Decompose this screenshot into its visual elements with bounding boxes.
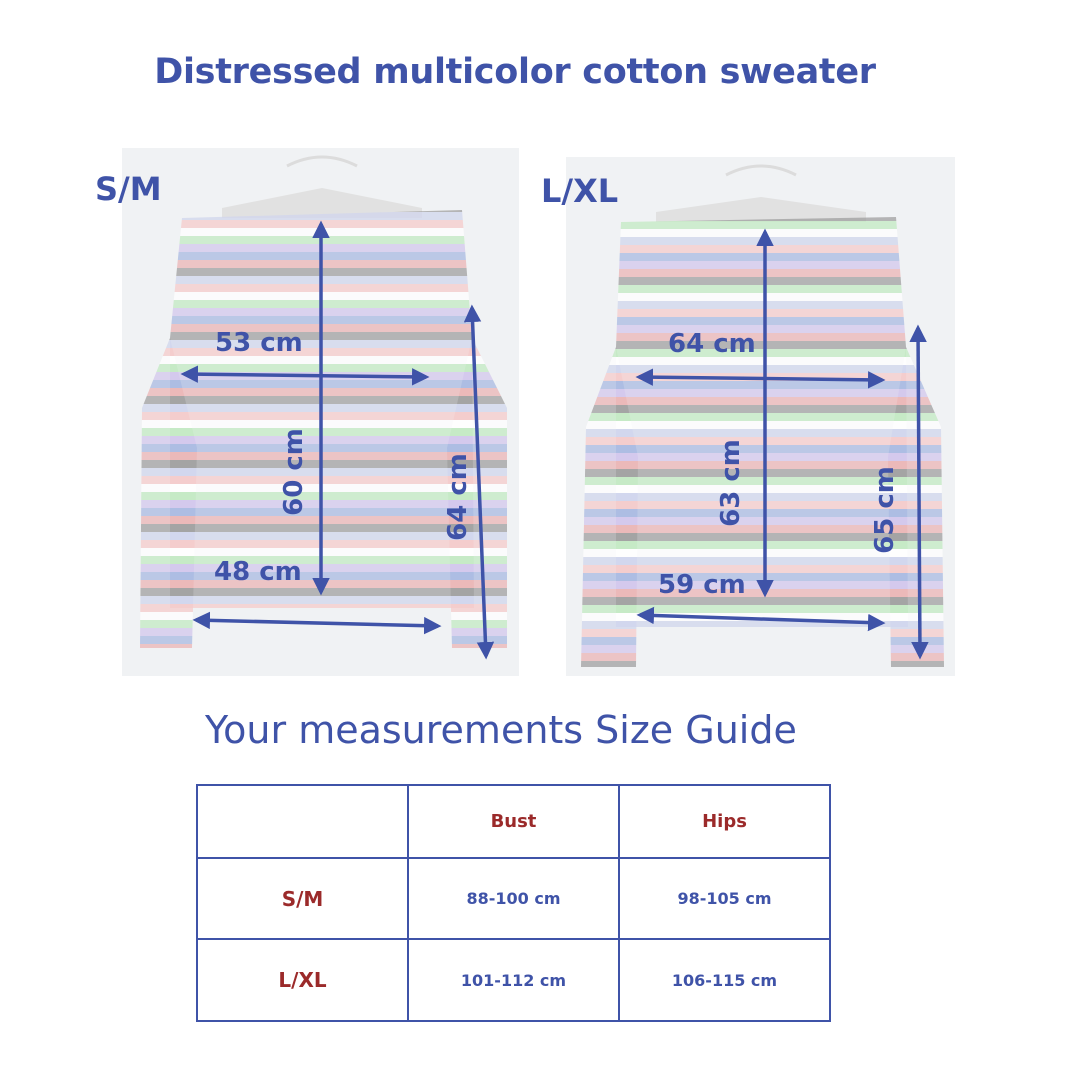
width-label-lxl: 64 cm <box>668 329 756 359</box>
side-length-arrow-lxl <box>909 324 929 660</box>
size-label-sm: S/M <box>95 170 162 208</box>
row-bust: 88-100 cm <box>407 856 620 941</box>
table-header-empty <box>196 784 409 859</box>
table-header-hips: Hips <box>618 784 831 859</box>
row-size: S/M <box>196 856 409 941</box>
table-header-bust: Bust <box>407 784 620 859</box>
row-hips: 98-105 cm <box>618 856 831 941</box>
hem-label-sm: 48 cm <box>214 557 302 587</box>
body-length-label-lxl: 63 cm <box>716 439 746 527</box>
size-label-lxl: L/XL <box>541 172 619 210</box>
size-guide-heading: Your measurements Size Guide <box>205 708 797 752</box>
width-arrow-sm <box>180 365 430 386</box>
table-header-row: Bust Hips <box>196 784 831 859</box>
row-bust: 101-112 cm <box>407 938 620 1022</box>
width-label-sm: 53 cm <box>215 328 303 358</box>
hem-label-lxl: 59 cm <box>658 570 746 600</box>
page-title: Distressed multicolor cotton sweater <box>154 52 876 92</box>
width-arrow-lxl <box>635 368 886 389</box>
size-table: Bust Hips S/M 88-100 cm 98-105 cm L/XL 1… <box>196 784 831 1022</box>
row-hips: 106-115 cm <box>618 938 831 1022</box>
side-length-arrow-sm <box>463 304 495 660</box>
table-row: L/XL 101-112 cm 106-115 cm <box>196 938 831 1022</box>
side-length-label-lxl: 65 cm <box>870 466 900 554</box>
table-row: S/M 88-100 cm 98-105 cm <box>196 856 831 941</box>
side-length-label-sm: 64 cm <box>443 453 473 541</box>
hem-arrow-sm <box>192 611 442 635</box>
body-length-label-sm: 60 cm <box>279 428 309 516</box>
row-size: L/XL <box>196 938 409 1022</box>
hem-arrow-lxl <box>636 606 886 632</box>
